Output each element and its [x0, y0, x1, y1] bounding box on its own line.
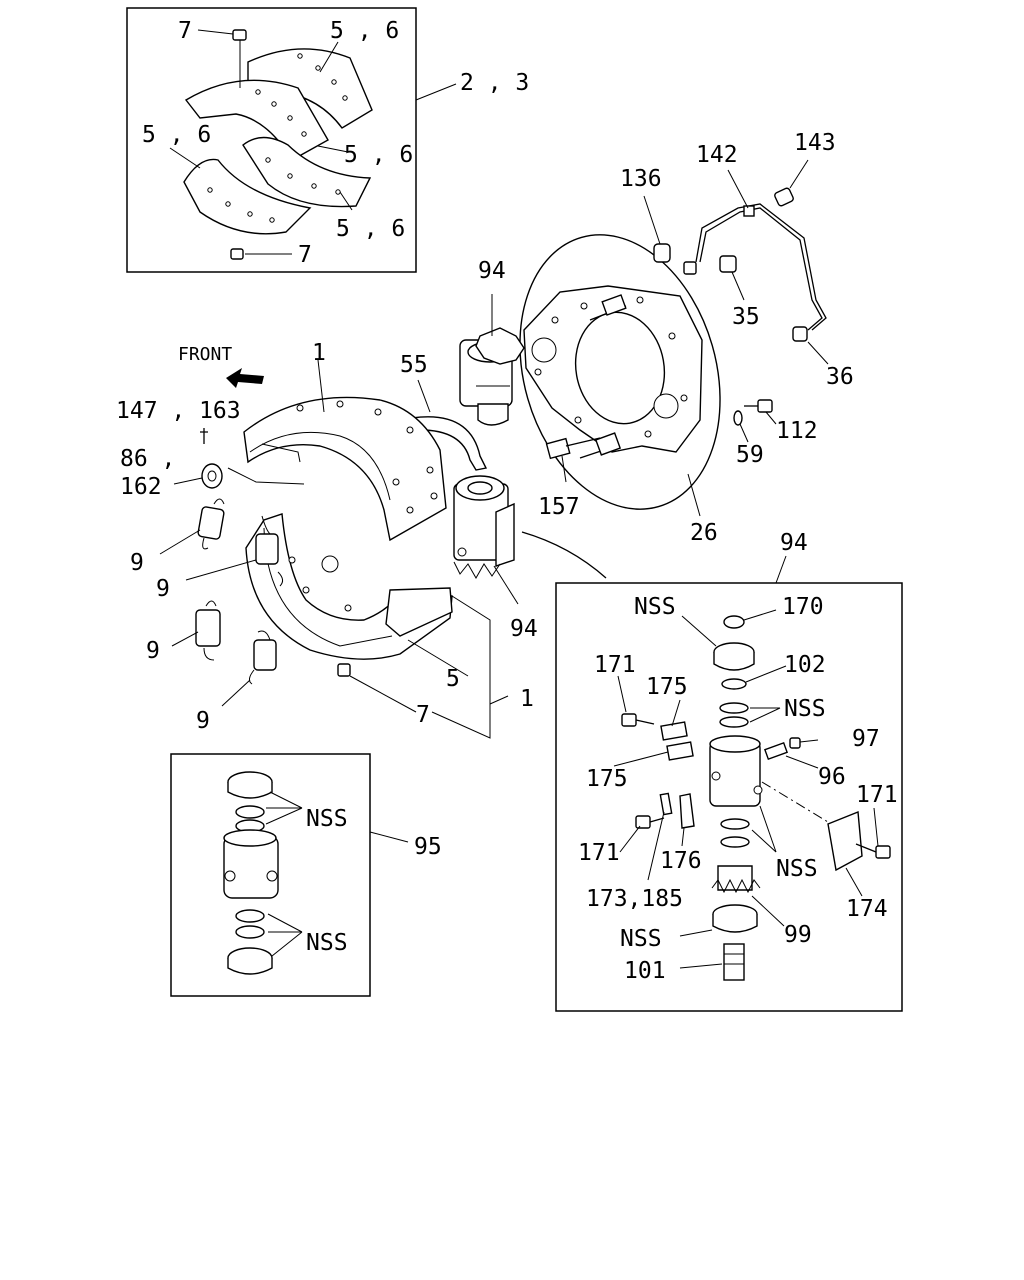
callout-175-a: 175 — [646, 674, 688, 700]
callout-147-163: 147 , 163 — [116, 398, 241, 424]
callout-36: 36 — [826, 364, 854, 390]
callout-5-6-b: 5 , 6 — [142, 122, 211, 148]
detail-pointer-arrow — [521, 531, 607, 579]
callout-nss-lower: NSS — [776, 856, 818, 882]
callout-162: 162 — [120, 474, 162, 500]
washer-59 — [733, 410, 743, 426]
plate-175-a — [660, 721, 688, 741]
callout-94-upper: 94 — [478, 258, 506, 284]
callout-5: 5 — [446, 666, 460, 692]
callout-5-6-c: 5 , 6 — [344, 142, 413, 168]
cap-97 — [789, 737, 801, 749]
callout-112: 112 — [776, 418, 818, 444]
detail-94-frame — [555, 582, 903, 1012]
callout-94-lower: 94 — [510, 616, 538, 642]
callout-nss-seals: NSS — [784, 696, 826, 722]
callout-9-c: 9 — [146, 638, 160, 664]
callout-175-b: 175 — [586, 766, 628, 792]
callout-5-6-a: 5 , 6 — [330, 18, 399, 44]
callout-1-top: 1 — [312, 340, 326, 366]
callout-nss-95-lower: NSS — [306, 930, 348, 956]
bolt-171-b — [635, 815, 651, 829]
rivet-upper — [232, 29, 247, 88]
callout-7-bottom: 7 — [298, 242, 312, 268]
fitting-143 — [774, 187, 794, 207]
callout-143: 143 — [794, 130, 836, 156]
bolt-171-a — [621, 713, 637, 727]
brake-shoe-assembly — [227, 359, 509, 739]
callout-94-detail: 94 — [780, 530, 808, 556]
rivet-7-main — [337, 663, 351, 677]
connector-35 — [719, 255, 737, 273]
callout-174: 174 — [846, 896, 888, 922]
brake-pipe-142 — [699, 207, 823, 331]
kit-95-frame — [170, 753, 371, 997]
bolt-112 — [757, 399, 773, 413]
callout-95: 95 — [414, 834, 442, 860]
callout-5-6-d: 5 , 6 — [336, 216, 405, 242]
front-label: FRONT — [178, 344, 232, 365]
spring-9-d — [248, 630, 277, 685]
callout-176: 176 — [660, 848, 702, 874]
plate-176 — [679, 793, 695, 829]
callout-97: 97 — [852, 726, 880, 752]
lining-rivet-holes — [207, 53, 348, 223]
callout-2-3: 2 , 3 — [460, 70, 529, 96]
callout-7-top: 7 — [178, 18, 192, 44]
callout-171-b: 171 — [578, 840, 620, 866]
plate-173 — [659, 792, 673, 816]
callout-nss-95-upper: NSS — [306, 806, 348, 832]
lining-lower-front — [183, 158, 312, 235]
wheel-cylinder-kit-95 — [170, 753, 409, 997]
wheel-cylinder-detail-94 — [555, 555, 903, 1012]
spring-9-b — [255, 515, 284, 587]
wheel-cylinder-lower — [453, 475, 519, 605]
callout-1-bottom: 1 — [520, 686, 534, 712]
shield-174 — [827, 811, 863, 872]
backing-plate — [519, 234, 721, 510]
callout-9-a: 9 — [130, 550, 144, 576]
spring-9-a — [197, 498, 225, 550]
plate-175-b — [666, 741, 694, 761]
callout-102: 102 — [784, 652, 826, 678]
callout-171-a: 171 — [594, 652, 636, 678]
bolt-171-c — [875, 845, 891, 859]
plate-hardware — [561, 159, 829, 517]
front-direction-arrow — [226, 368, 264, 388]
callout-171-c: 171 — [856, 782, 898, 808]
callout-35: 35 — [732, 304, 760, 330]
callout-101: 101 — [624, 958, 666, 984]
lining-lower-rear — [242, 136, 372, 208]
lining-set-inset — [126, 7, 457, 273]
lining-upper-front — [184, 79, 329, 161]
fitting-36 — [792, 326, 808, 342]
spring-9-c — [195, 600, 221, 661]
callout-86: 86 , — [120, 446, 175, 472]
callout-nss-boot: NSS — [620, 926, 662, 952]
callout-26: 26 — [690, 520, 718, 546]
callout-7-main: 7 — [416, 702, 430, 728]
callout-nss-top: NSS — [634, 594, 676, 620]
callout-173-185: 173,185 — [586, 886, 683, 912]
callout-96: 96 — [818, 764, 846, 790]
bleeder-96 — [763, 741, 789, 761]
callout-55: 55 — [400, 352, 428, 378]
callout-labels: FRONT 7 5 , 6 2 , 3 5 , 6 5 , 6 5 , 6 7 … — [116, 18, 898, 984]
rivet-lower — [230, 248, 244, 260]
callout-59: 59 — [736, 442, 764, 468]
wheel-cylinder-upper — [459, 294, 525, 426]
callout-170: 170 — [782, 594, 824, 620]
callout-99: 99 — [784, 922, 812, 948]
small-hardware-left — [159, 428, 284, 707]
callout-9-b: 9 — [156, 576, 170, 602]
spring-55 — [411, 379, 488, 471]
callout-142: 142 — [696, 142, 738, 168]
callout-9-d: 9 — [196, 708, 210, 734]
cotter-pin-147 — [200, 428, 208, 444]
callout-136: 136 — [620, 166, 662, 192]
callout-157: 157 — [538, 494, 580, 520]
grommet-136 — [653, 243, 671, 263]
lining-set-frame — [126, 7, 417, 273]
